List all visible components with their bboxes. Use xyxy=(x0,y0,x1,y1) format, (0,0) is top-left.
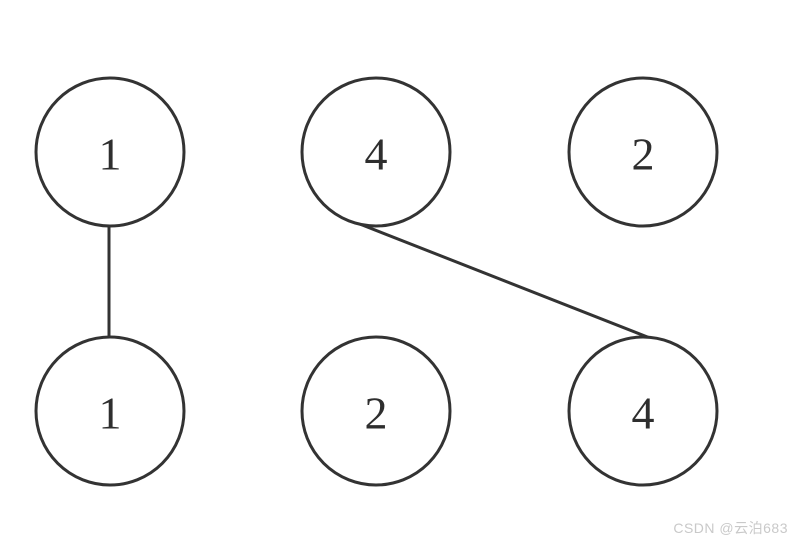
node-circle[interactable] xyxy=(34,335,186,487)
node-top-left[interactable]: 1 xyxy=(34,76,186,228)
node-circle[interactable] xyxy=(567,335,719,487)
node-label: 1 xyxy=(99,129,122,180)
node-label: 4 xyxy=(632,388,655,439)
node-label: 1 xyxy=(99,388,122,439)
node-bottom-left[interactable]: 1 xyxy=(34,335,186,487)
node-circle[interactable] xyxy=(567,76,719,228)
node-bottom-middle[interactable]: 2 xyxy=(300,335,452,487)
node-circle[interactable] xyxy=(34,76,186,228)
node-circle[interactable] xyxy=(300,76,452,228)
edge-top-middle-to-bottom-right xyxy=(346,217,674,349)
node-layer: 1 4 2 1 2 4 xyxy=(34,76,719,487)
node-bottom-right[interactable]: 4 xyxy=(567,335,719,487)
node-label: 2 xyxy=(365,388,388,439)
edge-layer xyxy=(107,217,674,349)
watermark-text: CSDN @云泊683 xyxy=(673,520,788,536)
node-label: 4 xyxy=(365,129,388,180)
node-label: 2 xyxy=(632,129,655,180)
node-top-right[interactable]: 2 xyxy=(567,76,719,228)
node-circle[interactable] xyxy=(300,335,452,487)
node-top-middle[interactable]: 4 xyxy=(300,76,452,228)
